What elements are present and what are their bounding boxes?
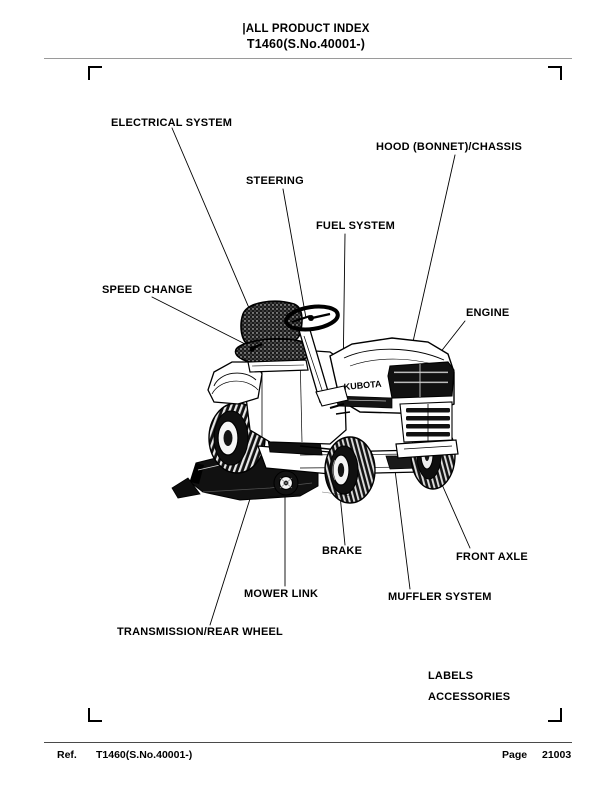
steering-wheel bbox=[284, 304, 340, 332]
ground-shading bbox=[267, 491, 353, 498]
front-wheel-left bbox=[324, 436, 376, 504]
brand-text: KUBOTA bbox=[343, 379, 382, 392]
text-labels: LABELS bbox=[428, 670, 474, 682]
header-title-model: T1460(S.No.40001-) bbox=[246, 37, 366, 51]
front-bumper bbox=[395, 439, 459, 459]
callout-label-transmission-rear-wheel: TRANSMISSION/REAR WHEEL bbox=[117, 626, 283, 638]
operator-seat bbox=[234, 300, 313, 373]
leader-transmission-rear-wheel bbox=[209, 482, 256, 626]
callout-label-fuel-system: FUEL SYSTEM bbox=[316, 220, 396, 232]
body-side-panel bbox=[242, 349, 347, 445]
tractor-body-group: KUBOTA bbox=[171, 300, 459, 504]
leader-speed-change bbox=[151, 296, 254, 349]
callout-label-hood-bonnet-chassis: HOOD (BONNET)/CHASSIS bbox=[376, 141, 522, 153]
crop-mark-top-right bbox=[548, 66, 562, 80]
crop-mark-bottom-right bbox=[548, 708, 562, 722]
mower-deck bbox=[171, 447, 319, 501]
rear-wheel bbox=[208, 402, 266, 474]
side-trim-strip bbox=[335, 395, 393, 409]
brand-logo: KUBOTA bbox=[343, 379, 382, 392]
footer-ref-value: T1460(S.No.40001-) bbox=[96, 749, 193, 761]
callout-label-brake: BRAKE bbox=[322, 545, 363, 557]
callout-label-speed-change: SPEED CHANGE bbox=[102, 284, 193, 296]
footer-page-number: 21003 bbox=[542, 749, 572, 761]
callout-label-front-axle: FRONT AXLE bbox=[456, 551, 528, 563]
footer-page-label: Page bbox=[502, 749, 528, 761]
text-accessories: ACCESSORIES bbox=[428, 691, 511, 703]
front-grille bbox=[399, 401, 453, 443]
control-levers bbox=[249, 342, 351, 415]
front-wheel-right bbox=[410, 420, 456, 490]
leader-steering bbox=[282, 188, 307, 319]
callout-label-mower-link: MOWER LINK bbox=[244, 588, 319, 600]
header-divider-rule bbox=[44, 58, 572, 59]
leader-fuel-system bbox=[342, 233, 346, 381]
leader-hood-bonnet-chassis bbox=[409, 154, 456, 356]
steering-column bbox=[298, 329, 349, 407]
leader-engine bbox=[431, 320, 466, 364]
leader-electrical-system bbox=[171, 127, 262, 337]
leader-front-axle bbox=[439, 479, 471, 549]
crop-mark-top-left bbox=[88, 66, 102, 80]
footer-divider-rule bbox=[44, 742, 572, 743]
muffler-part bbox=[385, 455, 419, 470]
deck-gauge-wheel bbox=[273, 470, 299, 496]
chassis-frame bbox=[257, 439, 453, 475]
hood-bonnet bbox=[329, 337, 455, 415]
leader-muffler-system bbox=[394, 469, 411, 590]
callout-label-electrical-system: ELECTRICAL SYSTEM bbox=[111, 117, 233, 129]
headlight-grille-panel bbox=[387, 361, 455, 399]
rear-fender bbox=[207, 361, 263, 405]
callout-label-muffler-system: MUFFLER SYSTEM bbox=[388, 591, 492, 603]
leader-brake bbox=[335, 454, 346, 546]
header-title-primary: |ALL PRODUCT INDEX bbox=[242, 23, 370, 35]
crop-mark-bottom-left bbox=[88, 708, 102, 722]
footer-ref-label: Ref. bbox=[57, 749, 77, 761]
callout-label-engine: ENGINE bbox=[466, 307, 510, 319]
callout-label-steering: STEERING bbox=[246, 175, 304, 187]
page-header: |ALL PRODUCT INDEX T1460(S.No.40001-) bbox=[0, 22, 612, 52]
